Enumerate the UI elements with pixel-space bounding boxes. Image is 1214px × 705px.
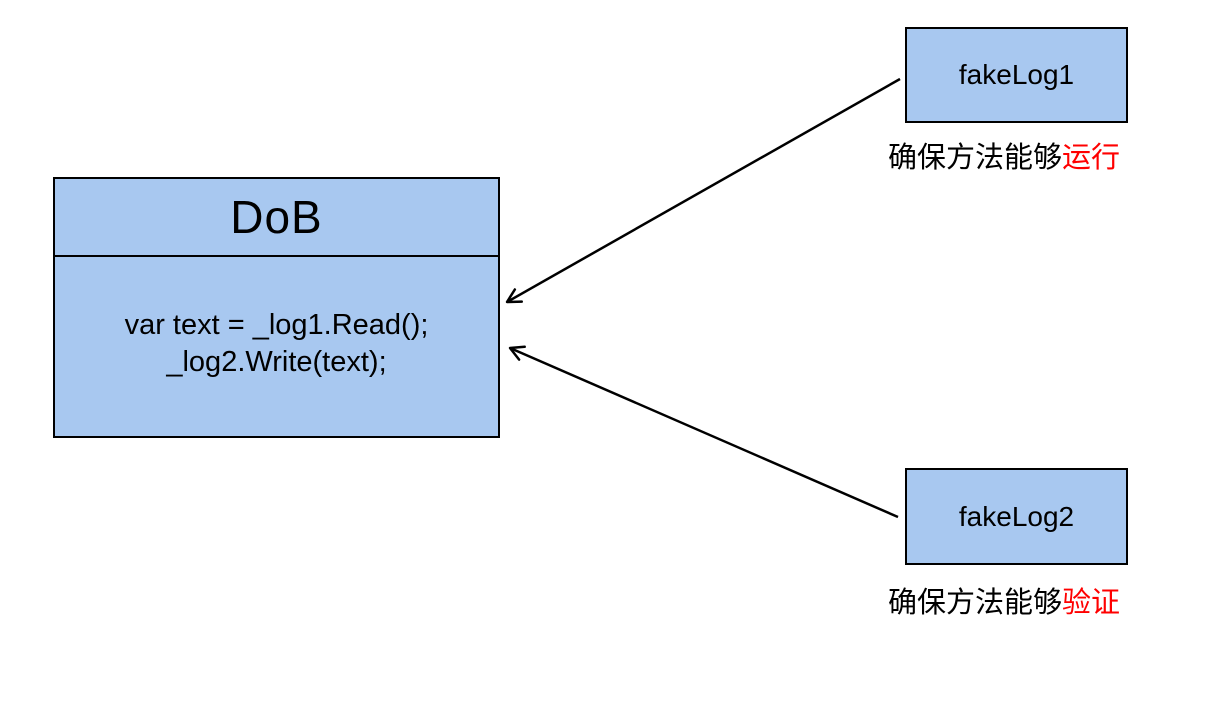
dob-class-box: DoB var text = _log1.Read(); _log2.Write… [53,177,500,438]
fakelog2-caption-text: 确保方法能够 [888,587,1063,619]
fakelog2-box: fakeLog2 [905,468,1128,565]
arrow-fakelog2-to-dob [508,345,899,519]
dob-title: DoB [55,179,498,257]
fakelog1-box: fakeLog1 [905,27,1128,123]
fakelog2-label: fakeLog2 [958,500,1075,532]
arrow-fakelog1-to-dob [505,77,901,304]
fakelog2-caption-highlight: 验证 [1062,587,1121,619]
fakelog1-label: fakeLog1 [958,59,1075,90]
fakelog1-caption-highlight: 运行 [1062,142,1121,174]
dob-code-block: var text = _log1.Read(); _log2.Write(tex… [55,257,498,436]
fakelog1-caption-text: 确保方法能够 [888,142,1063,174]
fakelog2-caption: 确保方法能够验证 [888,587,1120,619]
dob-code-line-2: _log2.Write(text); [166,345,387,378]
fakelog1-caption: 确保方法能够运行 [888,142,1120,174]
dob-code-line-1: var text = _log1.Read(); [124,308,429,341]
